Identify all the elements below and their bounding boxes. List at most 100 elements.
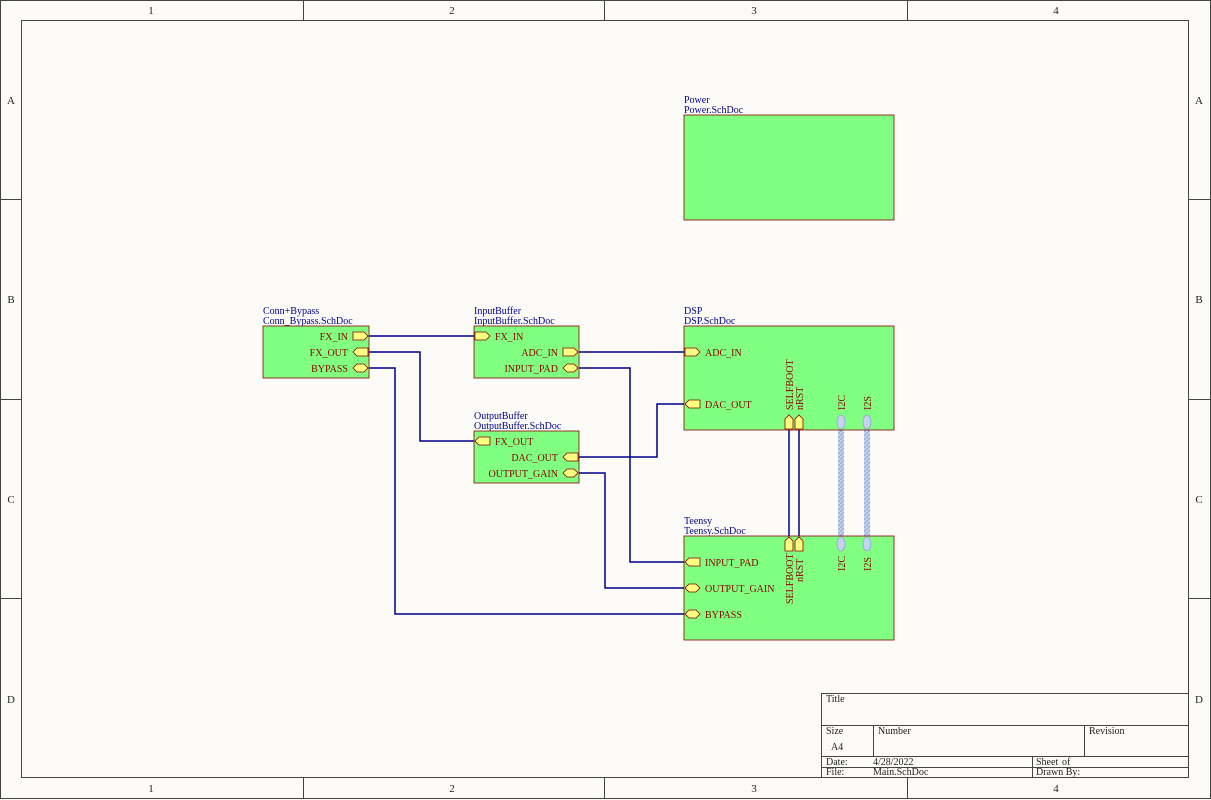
port-shape[interactable] bbox=[684, 609, 701, 619]
port-label: I2C bbox=[837, 395, 848, 410]
input-filename: InputBuffer.SchDoc bbox=[474, 316, 555, 327]
port-shape[interactable] bbox=[352, 347, 369, 357]
output-filename: OutputBuffer.SchDoc bbox=[474, 421, 562, 432]
port-shape[interactable] bbox=[562, 452, 579, 462]
port-shape[interactable] bbox=[794, 536, 804, 552]
port-label: SELFBOOT bbox=[785, 359, 796, 410]
buses bbox=[838, 426, 870, 540]
wire-bypass[interactable] bbox=[369, 367, 684, 615]
file-label: File: bbox=[826, 767, 844, 778]
col-label-3: 3 bbox=[751, 5, 757, 17]
port-label: I2C bbox=[837, 556, 848, 571]
port-shape[interactable] bbox=[784, 536, 794, 552]
sheet-label: Sheet bbox=[1036, 757, 1058, 768]
col-label-2: 2 bbox=[449, 5, 455, 17]
row-label-b: B bbox=[7, 294, 14, 306]
power-designator: Power bbox=[684, 95, 710, 106]
title-label: Title bbox=[826, 694, 845, 705]
number-label: Number bbox=[878, 726, 911, 737]
power-filename: Power.SchDoc bbox=[684, 105, 744, 116]
size-label: Size bbox=[826, 726, 844, 737]
port-label: I2S bbox=[863, 396, 874, 410]
file-value: Main.SchDoc bbox=[873, 767, 929, 778]
port-shape[interactable] bbox=[474, 436, 491, 446]
port-label: FX_OUT bbox=[495, 437, 533, 448]
sheet-symbol-teensy[interactable]: Teensy Teensy.SchDoc INPUT_PAD OUTPUT_GA… bbox=[683, 516, 895, 641]
col-label-3-bottom: 3 bbox=[751, 783, 757, 795]
size-value: A4 bbox=[831, 742, 843, 753]
port-shape[interactable] bbox=[562, 468, 579, 478]
wire-output-gain[interactable] bbox=[579, 472, 684, 589]
port-shape[interactable] bbox=[562, 347, 579, 357]
port-label: INPUT_PAD bbox=[504, 364, 558, 375]
port-label: DAC_OUT bbox=[511, 453, 558, 464]
input-designator: InputBuffer bbox=[474, 306, 522, 317]
row-label-d: D bbox=[7, 694, 15, 706]
port-label: BYPASS bbox=[705, 610, 742, 621]
dsp-designator: DSP bbox=[684, 306, 703, 317]
port-label: FX_OUT bbox=[310, 348, 348, 359]
col-label-4-bottom: 4 bbox=[1053, 783, 1059, 795]
col-label-4: 4 bbox=[1053, 5, 1059, 17]
bus-port-shape[interactable] bbox=[836, 414, 846, 430]
wire-fx-out[interactable] bbox=[369, 351, 474, 442]
bus-i2c[interactable] bbox=[838, 426, 844, 540]
bus-i2s[interactable] bbox=[864, 426, 870, 540]
row-label-a: A bbox=[7, 95, 15, 107]
col-label-2-bottom: 2 bbox=[449, 783, 455, 795]
port-label: DAC_OUT bbox=[705, 400, 752, 411]
col-label-1-bottom: 1 bbox=[148, 783, 154, 795]
port-label: OUTPUT_GAIN bbox=[489, 469, 558, 480]
wire-input-pad[interactable] bbox=[579, 367, 684, 563]
port-shape[interactable] bbox=[684, 347, 701, 357]
port-label: nRST bbox=[795, 387, 806, 410]
revision-label: Revision bbox=[1089, 726, 1125, 737]
conn-filename: Conn_Bypass.SchDoc bbox=[263, 316, 353, 327]
port-shape[interactable] bbox=[684, 583, 701, 593]
port-shape[interactable] bbox=[562, 363, 579, 373]
port-label: FX_IN bbox=[320, 332, 348, 343]
col-label-1: 1 bbox=[148, 5, 154, 17]
port-shape[interactable] bbox=[474, 331, 491, 341]
port-label: nRST bbox=[795, 559, 806, 582]
wire-dac-out[interactable] bbox=[579, 403, 684, 458]
row-label-c: C bbox=[7, 494, 14, 506]
port-shape[interactable] bbox=[784, 414, 794, 430]
port-shape[interactable] bbox=[352, 363, 369, 373]
date-label: Date: bbox=[826, 757, 848, 768]
row-label-a-right: A bbox=[1195, 95, 1203, 107]
conn-designator: Conn+Bypass bbox=[263, 306, 319, 317]
sheet-symbol-inputbuffer[interactable]: InputBuffer InputBuffer.SchDoc FX_IN ADC… bbox=[473, 306, 580, 379]
port-label: OUTPUT_GAIN bbox=[705, 584, 774, 595]
port-shape[interactable] bbox=[794, 414, 804, 430]
bus-port-shape[interactable] bbox=[862, 536, 872, 552]
bus-port-shape[interactable] bbox=[836, 536, 846, 552]
port-label: BYPASS bbox=[311, 364, 348, 375]
sheet-symbol-conn-bypass[interactable]: Conn+Bypass Conn_Bypass.SchDoc FX_IN FX_… bbox=[262, 306, 370, 379]
port-label: SELFBOOT bbox=[785, 553, 796, 604]
teensy-designator: Teensy bbox=[684, 516, 712, 527]
sheet-symbol-outputbuffer[interactable]: OutputBuffer OutputBuffer.SchDoc FX_OUT … bbox=[473, 411, 580, 484]
teensy-filename: Teensy.SchDoc bbox=[684, 526, 746, 537]
row-label-d-right: D bbox=[1195, 694, 1203, 706]
port-shape[interactable] bbox=[684, 557, 701, 567]
port-shape[interactable] bbox=[684, 399, 701, 409]
sheet-symbol-power[interactable]: Power Power.SchDoc bbox=[683, 95, 895, 221]
port-label: INPUT_PAD bbox=[705, 558, 759, 569]
drawn-by-label: Drawn By: bbox=[1036, 767, 1080, 778]
output-designator: OutputBuffer bbox=[474, 411, 528, 422]
port-label: ADC_IN bbox=[521, 348, 558, 359]
wires bbox=[369, 335, 800, 615]
sheet-symbol-dsp[interactable]: DSP DSP.SchDoc ADC_IN DAC_OUT SELFBOOT n… bbox=[683, 306, 895, 431]
title-block: Title Size A4 Number Revision Date: 4/28… bbox=[821, 693, 1189, 778]
port-shape[interactable] bbox=[352, 331, 369, 341]
port-label: FX_IN bbox=[495, 332, 523, 343]
port-label: I2S bbox=[863, 557, 874, 571]
row-label-c-right: C bbox=[1195, 494, 1202, 506]
bus-port-shape[interactable] bbox=[862, 414, 872, 430]
row-label-b-right: B bbox=[1195, 294, 1202, 306]
of-label: of bbox=[1062, 757, 1071, 768]
port-label: ADC_IN bbox=[705, 348, 742, 359]
